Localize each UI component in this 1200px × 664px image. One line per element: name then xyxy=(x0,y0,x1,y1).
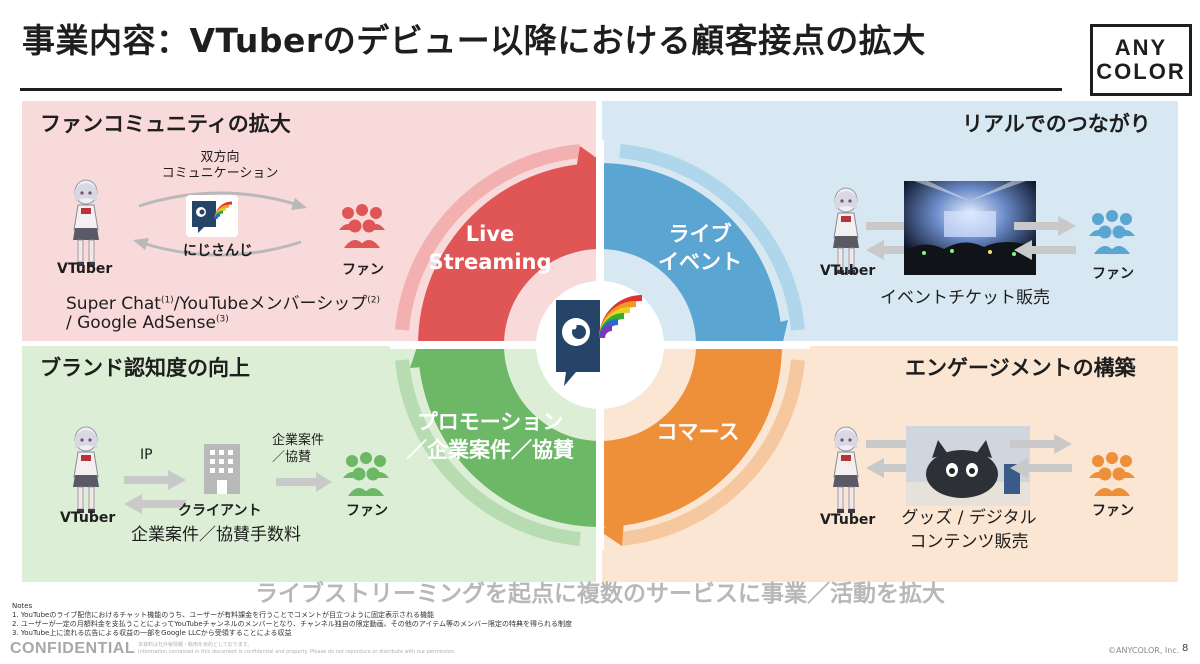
vtuber-character-icon xyxy=(832,426,860,514)
commerce-label: コマース xyxy=(656,420,740,444)
commerce-segment xyxy=(600,345,782,527)
nijisanji-center-logo-icon xyxy=(556,295,643,386)
comm-line-2: コミュニケーション xyxy=(161,166,279,181)
building-icon xyxy=(204,444,240,494)
double-arrow-icon xyxy=(1010,434,1072,478)
two-way-communication-label: 双方向 コミュニケーション xyxy=(150,150,290,182)
vtuber-label: VTuber xyxy=(820,263,876,279)
live-line-1: Live xyxy=(465,222,515,246)
live-event-label: ライブ イベント xyxy=(640,220,760,276)
engagement-title: エンゲージメントの構築 xyxy=(905,356,1136,380)
confidential-note: 本資料は社外秘情報・転用を目的としております。 Information cont… xyxy=(138,642,456,656)
goods-caption-line-2: コンテンツ販売 xyxy=(909,532,1029,552)
footnote-3: 3. YouTube上に流れる広告による収益の一部をGoogle LLCから受領… xyxy=(12,629,292,637)
adsense-label: / Google AdSense xyxy=(66,313,216,333)
fan-community-title: ファンコミュニティの拡大 xyxy=(40,112,291,136)
footnote-ref-2: (2) xyxy=(367,295,380,306)
footnotes: Notes 1. YouTubeのライブ配信におけるチャット機能のうち、ユーザー… xyxy=(12,602,572,638)
live-event-segment xyxy=(600,163,782,345)
live-line-2: Streaming xyxy=(428,250,552,274)
client-label: クライアント xyxy=(178,503,262,519)
live-streaming-segment xyxy=(418,163,600,345)
fan-label: ファン xyxy=(342,262,384,278)
title-divider xyxy=(20,88,1062,91)
vtuber-character-icon xyxy=(72,179,100,267)
fan-group-icon xyxy=(1089,210,1135,254)
live-event-photo xyxy=(904,181,1036,275)
summary-tagline: ライブストリーミングを起点に複数のサービスに事業／活動を拡大 xyxy=(255,581,945,607)
page-title: 事業内容：VTuberのデビュー以降における顧客接点の拡大 xyxy=(22,21,926,60)
fan-group-icon xyxy=(343,452,389,496)
confidential-note-ja: 本資料は社外秘情報・転用を目的としております。 xyxy=(138,642,253,648)
nijisanji-label: にじさんじ xyxy=(183,243,253,259)
fan-label: ファン xyxy=(346,503,388,519)
fan-label: ファン xyxy=(1092,266,1134,282)
fan-label: ファン xyxy=(1092,503,1134,519)
arrow-right-icon xyxy=(276,472,332,492)
brand-title: ブランド認知度の向上 xyxy=(40,356,250,380)
double-arrow-icon xyxy=(124,470,186,514)
page-number: 8 xyxy=(1182,643,1189,654)
footnote-ref-1: (1) xyxy=(160,295,174,306)
goods-caption-line-1: グッズ / デジタル xyxy=(901,508,1037,528)
super-chat-label: Super Chat xyxy=(66,294,161,314)
cycle-arrows-icon xyxy=(133,191,307,257)
goods-photo xyxy=(906,426,1030,506)
nijisanji-logo-icon xyxy=(186,195,238,237)
vtuber-label: VTuber xyxy=(820,512,876,528)
logo-line-1: ANY xyxy=(1114,35,1168,60)
notes-heading: Notes xyxy=(12,602,33,610)
footnote-1: 1. YouTubeのライブ配信におけるチャット機能のうち、ユーザーが有料課金を… xyxy=(12,611,434,619)
vtuber-label: VTuber xyxy=(57,261,113,277)
anycolor-logo: ANY COLOR xyxy=(1090,24,1192,96)
corporate-deal-label: 企業案件 ／協賛 xyxy=(272,432,324,466)
corp-line-2: ／協賛 xyxy=(272,450,312,465)
business-cycle-diagram xyxy=(390,140,810,550)
confidential-label: CONFIDENTIAL xyxy=(10,640,136,657)
logo-line-2: COLOR xyxy=(1096,59,1186,84)
corporate-fee-caption: 企業案件／協賛手数料 xyxy=(131,525,301,545)
copyright: ©ANYCOLOR, Inc. xyxy=(1108,646,1180,655)
confidential-note-en: Information contained in this document i… xyxy=(138,649,456,655)
promo-line-2: ／企業案件／協賛 xyxy=(406,438,574,462)
fan-group-icon xyxy=(339,204,385,248)
promo-line-1: プロモーション xyxy=(416,410,564,434)
double-arrow-icon xyxy=(1014,216,1076,260)
corp-line-1: 企業案件 xyxy=(272,433,325,448)
footnote-2: 2. ユーザーが一定の月額料金を支払うことによってYouTubeチャンネルのメン… xyxy=(12,620,573,628)
membership-label: /YouTubeメンバーシップ xyxy=(173,294,368,314)
footnote-ref-3: (3) xyxy=(215,314,229,325)
promotion-label: プロモーション ／企業案件／協賛 xyxy=(392,408,588,464)
promotion-segment xyxy=(418,345,600,527)
vtuber-label: VTuber xyxy=(60,510,116,526)
revenue-sources: Super Chat(1)/YouTubeメンバーシップ(2) xyxy=(66,289,380,314)
event-line-2: イベント xyxy=(658,250,742,274)
revenue-sources-line-2: / Google AdSense(3) xyxy=(66,313,229,333)
real-connection-title: リアルでのつながり xyxy=(962,112,1151,136)
fan-group-icon xyxy=(1089,452,1135,496)
ip-label: IP xyxy=(140,447,153,463)
live-streaming-label: Live Streaming xyxy=(420,220,560,276)
comm-line-1: 双方向 xyxy=(200,150,240,165)
goods-caption: グッズ / デジタル コンテンツ販売 xyxy=(896,506,1042,554)
event-line-1: ライブ xyxy=(668,222,732,246)
vtuber-character-icon xyxy=(72,426,100,514)
event-ticket-caption: イベントチケット販売 xyxy=(880,288,1050,308)
